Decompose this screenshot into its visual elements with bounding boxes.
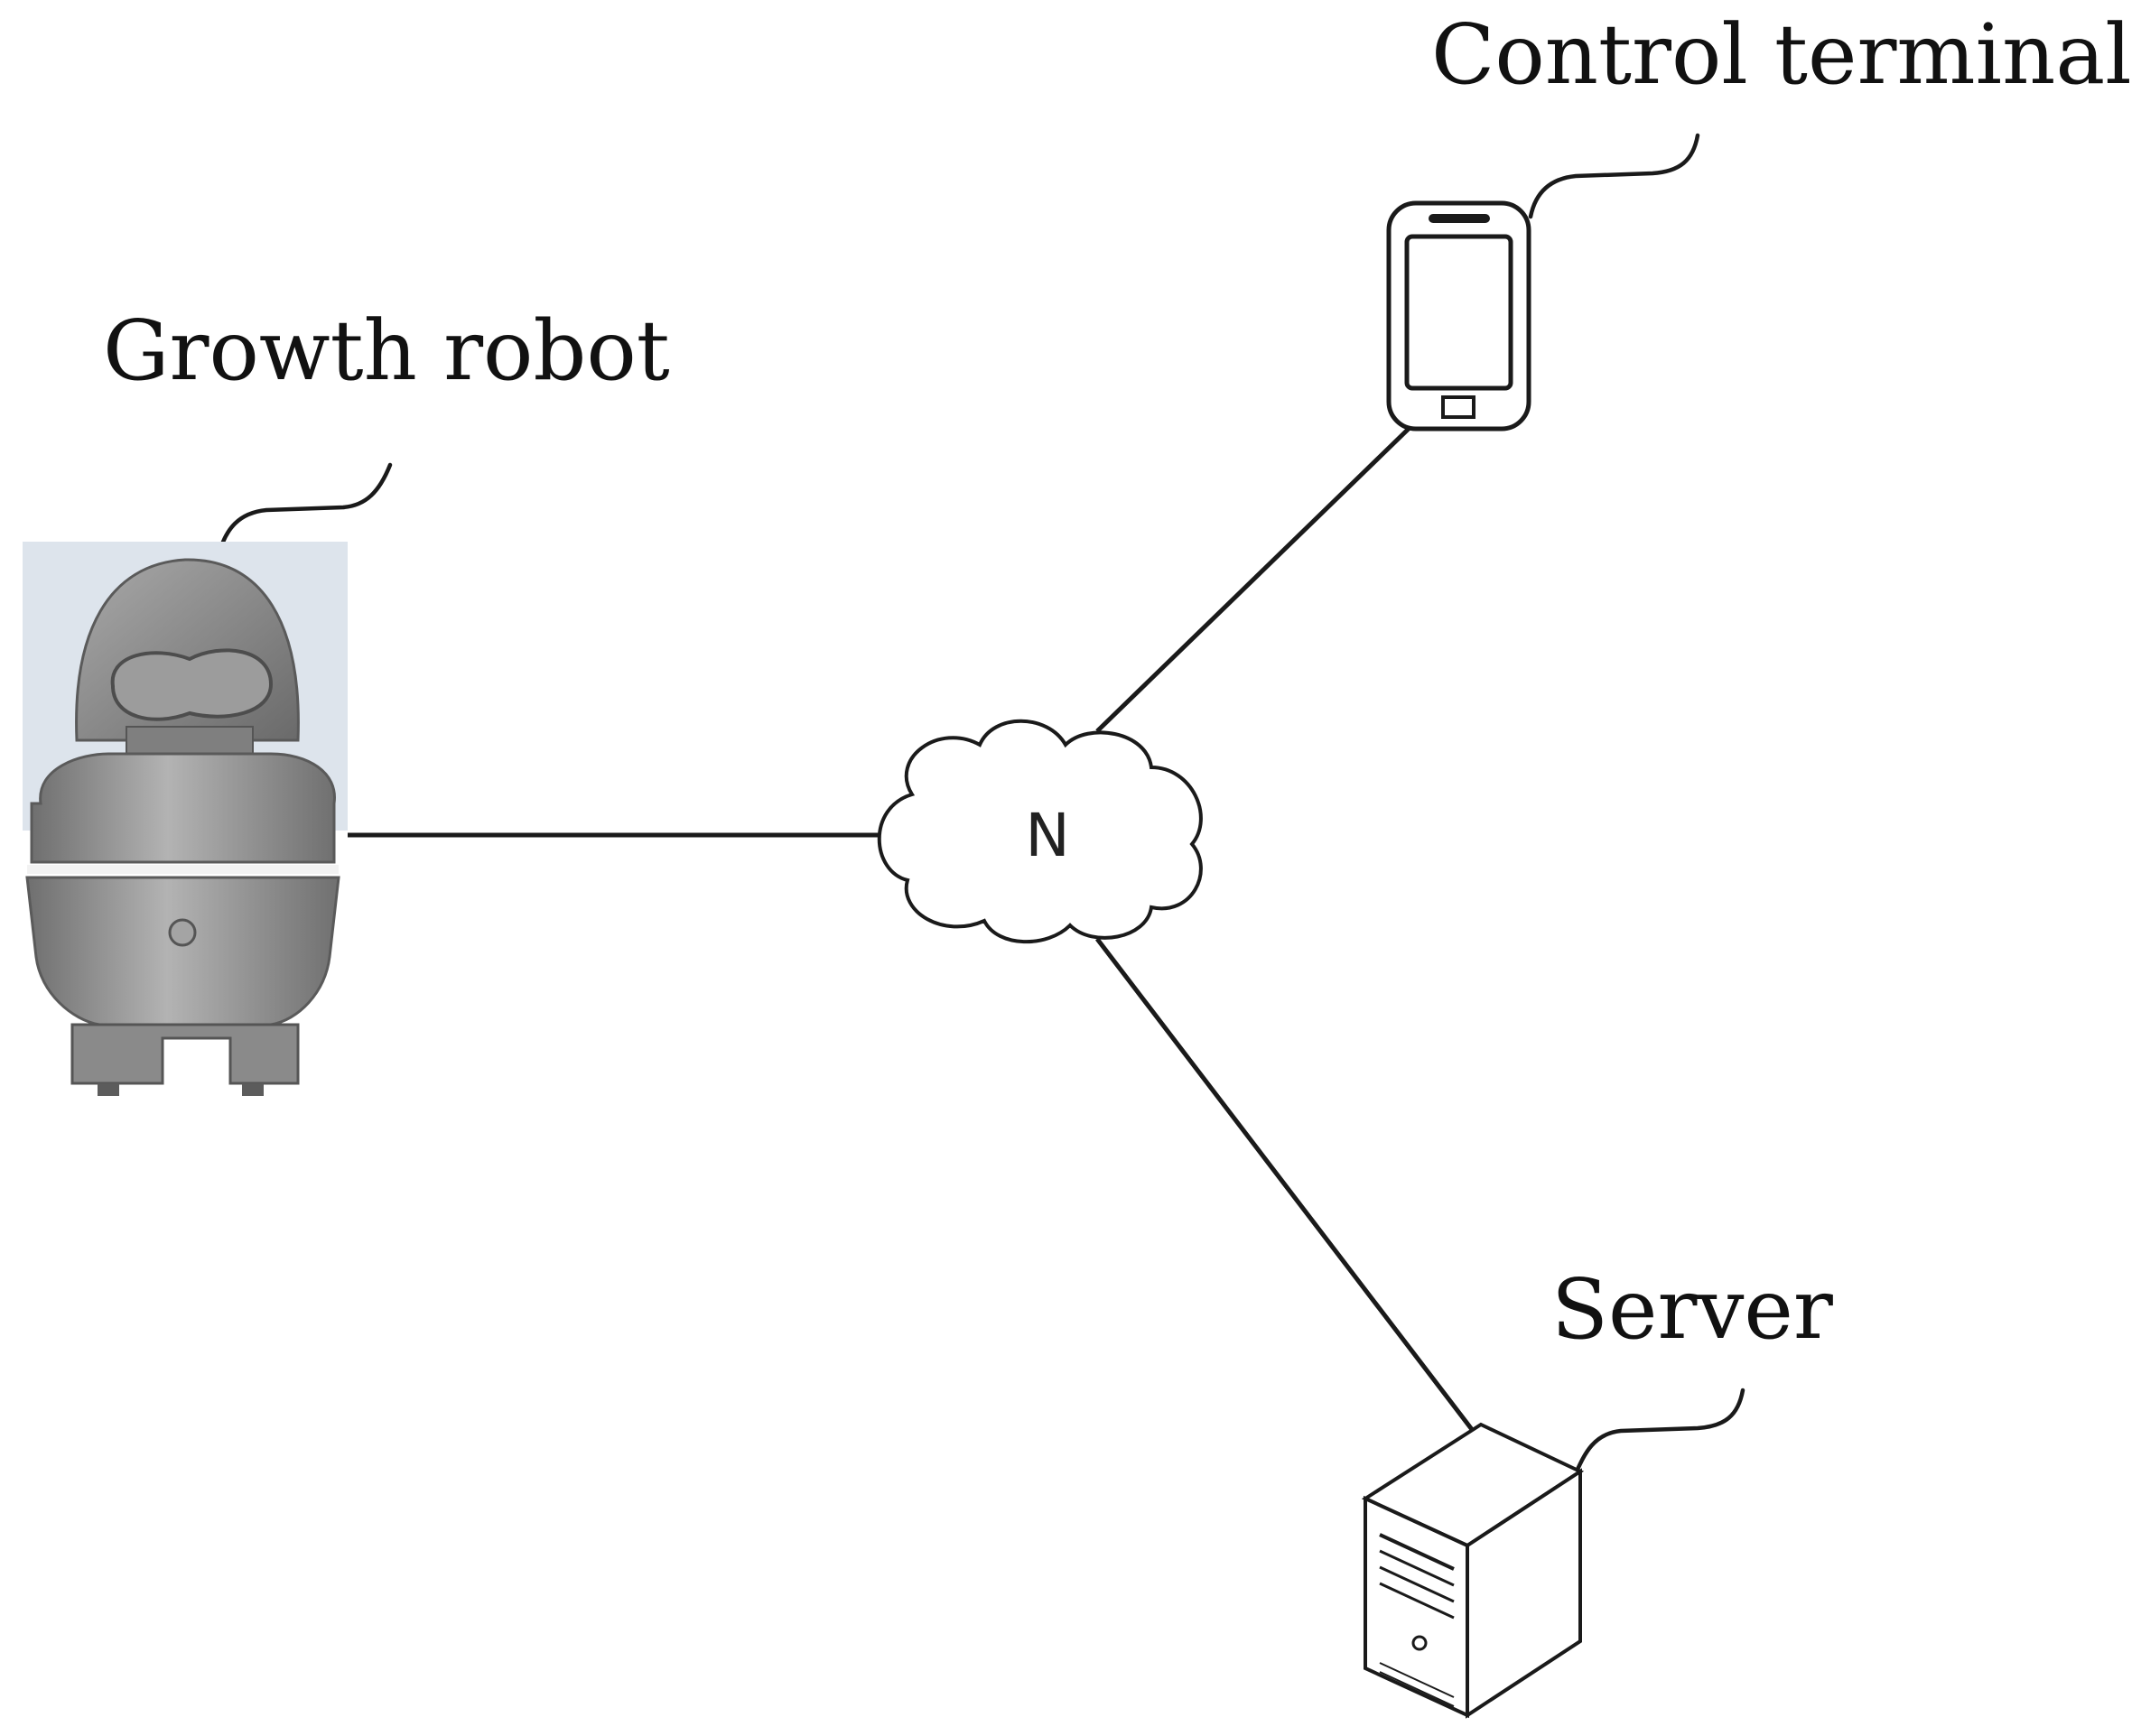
cloud-icon [877, 719, 1203, 944]
link-network-terminal [1095, 422, 1415, 733]
robot-illustration [23, 542, 348, 1096]
smartphone-icon [1386, 200, 1531, 432]
server-label: Server [1551, 1261, 1833, 1358]
link-network-server [1095, 937, 1478, 1437]
connection-lines [348, 422, 1478, 1437]
network-label: N [1025, 801, 1069, 870]
growth-robot-node: Growth robot [23, 302, 670, 1096]
server-leader [1573, 1388, 1745, 1476]
control-terminal-leader [1528, 133, 1700, 219]
control-terminal-node: Control terminal [1386, 6, 2132, 432]
server-tower-icon [1361, 1422, 1585, 1719]
network-cloud: N [877, 719, 1203, 944]
control-terminal-label: Control terminal [1431, 6, 2132, 103]
growth-robot-leader [216, 462, 393, 558]
server-node: Server [1361, 1261, 1833, 1719]
growth-robot-label: Growth robot [103, 302, 670, 399]
